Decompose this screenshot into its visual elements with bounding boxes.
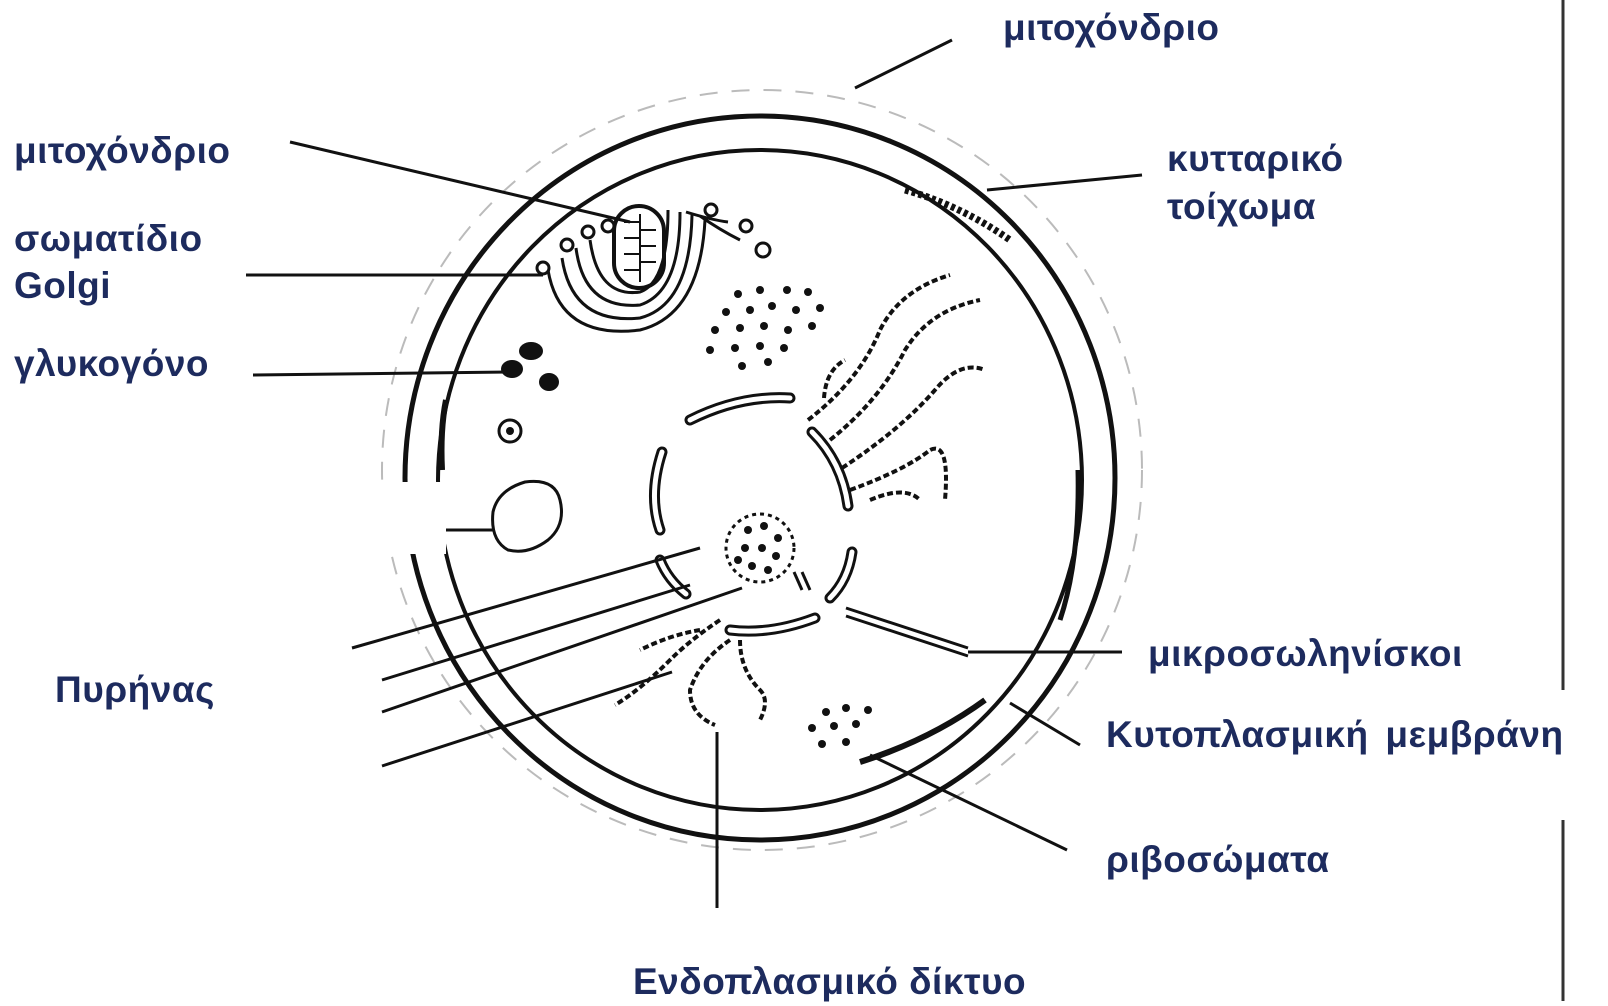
leader-nucleus-2 [382,585,690,680]
chromatin-dots [734,522,782,574]
glycogen-granules [501,342,559,391]
label-nucleus: Πυρήνας [55,666,215,714]
blank-patch [350,482,446,554]
outer-halo [382,90,1142,850]
label-mitochondrion-top: μιτοχόνδριο [1003,4,1220,52]
label-mitochondrion-left: μιτοχόνδριο [14,127,231,175]
vacuole [493,481,562,551]
label-microtubules: μικροσωληνίσκοι [1148,630,1463,678]
label-plasma-membrane: Κυτοπλασμική μεμβράνη [1106,711,1564,759]
membrane-texture-top [905,190,1010,240]
leader-mitochondrion-top [855,40,952,88]
leader-microtubules-a [846,608,968,648]
centrioles [794,572,810,590]
cell-wall [405,116,1115,840]
label-ribosomes: ριβοσώματα [1106,836,1330,884]
leader-mitochondrion-left [290,142,630,222]
label-glycogen: γλυκογόνο [14,340,209,388]
ribosome-cluster-top [706,286,824,370]
vesicle-core [506,427,514,435]
leader-glycogen [253,372,512,375]
label-cell-wall-line1: κυτταρικό [1167,135,1344,183]
leader-nucleus-3 [382,588,742,712]
membrane-texture-left [442,400,447,470]
label-endoplasmic-reticulum: Ενδοπλασμικό δίκτυο [633,958,1026,1006]
label-golgi-line2: Golgi [14,262,111,310]
ribosome-cluster-bottom [808,704,872,748]
leader-lines [246,40,1142,908]
leader-microtubules-b [846,616,968,656]
label-cell-wall-line2: τοίχωμα [1167,183,1316,231]
label-golgi-line1: σωματίδιο [14,215,203,263]
